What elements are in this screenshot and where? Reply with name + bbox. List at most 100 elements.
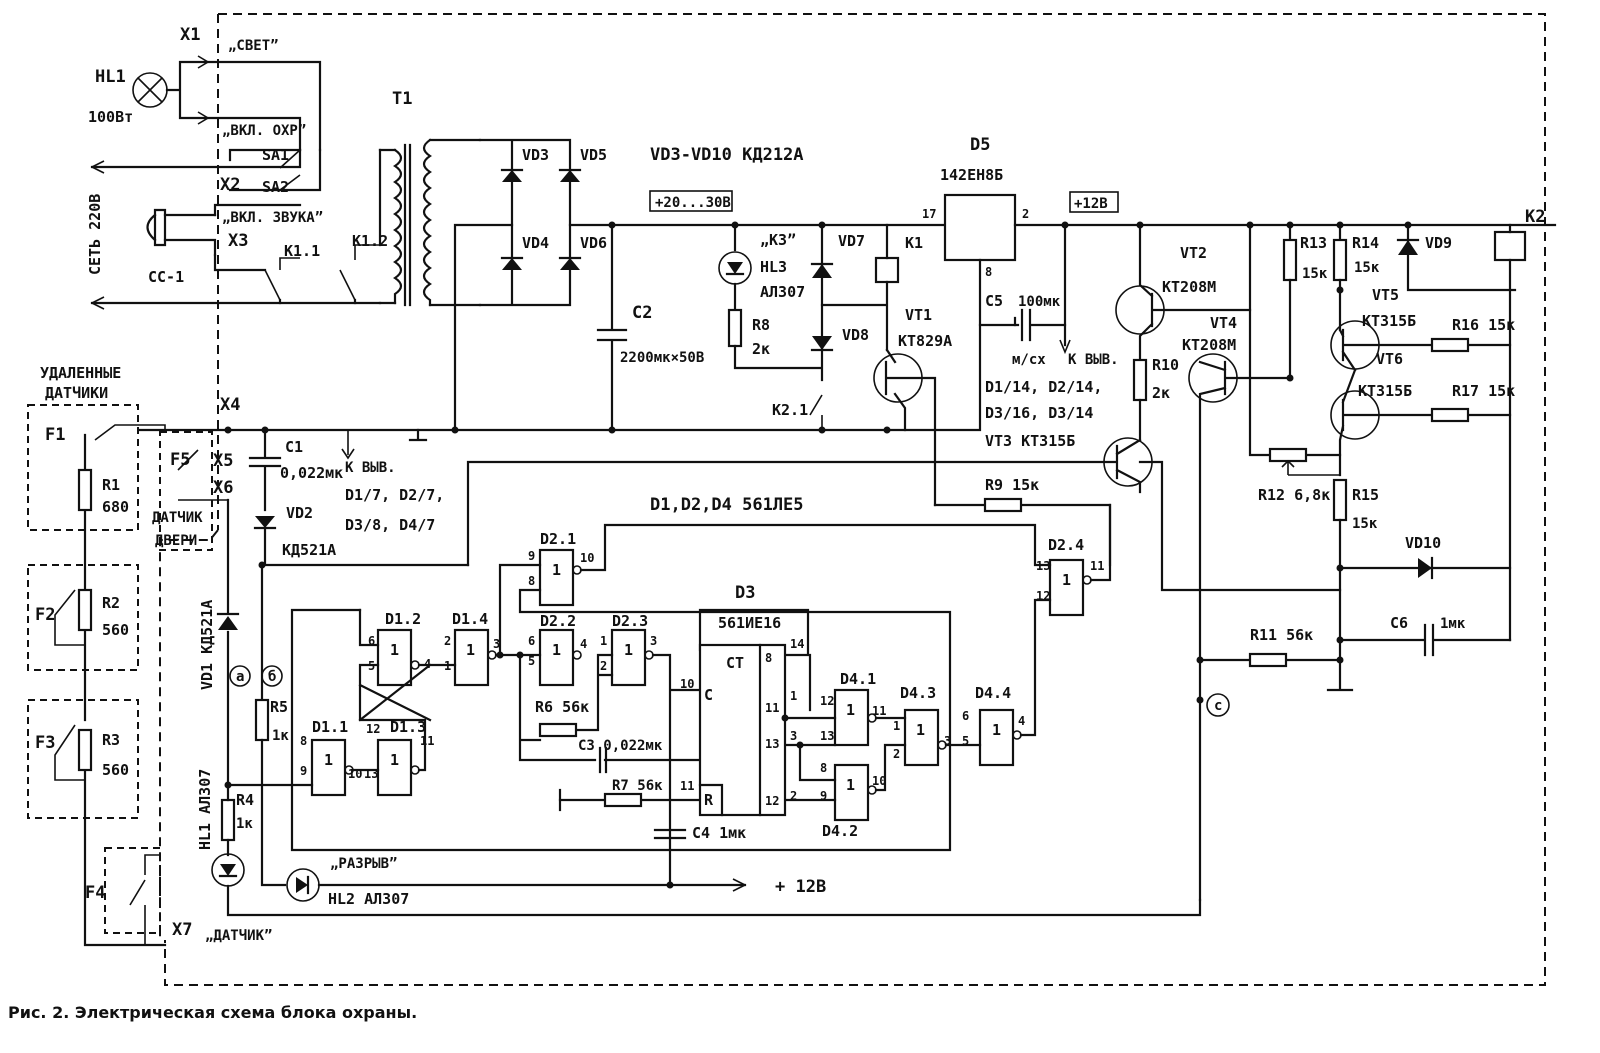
label-vt1-type: КТ829А xyxy=(898,332,952,350)
label-r7: R7 56к xyxy=(612,778,663,794)
label-k3: „КЗ” xyxy=(760,231,796,249)
led-hl1 xyxy=(211,853,1202,917)
svg-text:5: 5 xyxy=(528,654,535,668)
label-vd2: VD2 xyxy=(286,504,313,522)
label-vd8: VD8 xyxy=(842,326,869,344)
label-k-vyv2: К ВЫВ. xyxy=(345,460,396,476)
pin-17: 17 xyxy=(922,207,936,221)
svg-text:13: 13 xyxy=(364,767,378,781)
junction-dots xyxy=(224,221,1412,889)
label-mcx: м/сх xyxy=(1012,352,1046,368)
relay-k1 xyxy=(874,223,900,352)
transistor-vt2 xyxy=(1115,223,1252,362)
label-r14-val: 15к xyxy=(1354,260,1380,276)
logic-wiring xyxy=(290,503,1112,887)
svg-text:10: 10 xyxy=(580,551,594,565)
label-r8: R8 xyxy=(752,316,770,334)
gate-d22 xyxy=(538,628,582,687)
svg-text:5: 5 xyxy=(368,659,375,673)
label-d44: D4.4 xyxy=(975,684,1011,702)
svg-text:8: 8 xyxy=(765,651,772,665)
svg-text:4: 4 xyxy=(580,637,587,651)
label-vt4: VT4 xyxy=(1210,314,1237,332)
sa1-switch xyxy=(228,148,302,162)
gate-d11 xyxy=(310,738,354,797)
point-a xyxy=(229,665,251,687)
svg-text:1: 1 xyxy=(846,701,855,719)
label-c5-val: 100мк xyxy=(1018,294,1061,310)
svg-text:11: 11 xyxy=(765,701,779,715)
resistor-r15 xyxy=(1326,478,1354,692)
label-al307-hl3: АЛ307 xyxy=(760,283,805,301)
svg-text:12: 12 xyxy=(765,794,779,808)
label-d11: D1.1 xyxy=(312,718,348,736)
svg-text:9: 9 xyxy=(528,549,535,563)
svg-text:2: 2 xyxy=(790,789,797,803)
label-d3-type: 561ИЕ16 xyxy=(718,614,781,632)
svg-text:1: 1 xyxy=(992,721,1001,739)
diodes-vd7-vd8 xyxy=(809,223,887,430)
label-f1: F1 xyxy=(45,425,65,445)
label-vt5-type: КТ315Б xyxy=(1362,312,1416,330)
label-c1-val: 0,022мк xyxy=(280,464,343,482)
label-vd10: VD10 xyxy=(1405,534,1441,552)
label-hl3: HL3 xyxy=(760,258,787,276)
label-c6-val: 1мк xyxy=(1440,616,1466,632)
label-udal-2: ДАТЧИКИ xyxy=(45,384,108,402)
gate-d14 xyxy=(453,628,497,687)
label-set: СЕТЬ 220В xyxy=(86,194,104,275)
label-r15: R15 xyxy=(1352,486,1379,504)
label-vt2: VT2 xyxy=(1180,244,1207,262)
svg-text:6: 6 xyxy=(368,634,375,648)
svg-text:13: 13 xyxy=(1036,559,1050,573)
label-sa1: SA1 xyxy=(262,146,289,164)
lamp-hl1 xyxy=(132,60,207,120)
label-x3: X3 xyxy=(228,231,248,251)
label-point-a: а xyxy=(236,669,244,685)
point-c xyxy=(1206,693,1230,717)
label-r10: R10 xyxy=(1152,356,1179,374)
gate-d24 xyxy=(1048,558,1092,617)
label-d-pins-4: D3/8, D4/7 xyxy=(345,516,435,534)
resistor-r9 xyxy=(933,497,1112,567)
pin-2: 2 xyxy=(1022,207,1029,221)
svg-text:1: 1 xyxy=(552,641,561,659)
gate-d23 xyxy=(610,628,654,687)
resistor-r4 xyxy=(220,608,362,857)
label-d-pins-2: D3/16, D3/14 xyxy=(985,404,1093,422)
gate-ones: 1 1 1 1 1 1 1 1 1 1 1 1 xyxy=(324,561,1071,794)
label-r9: R9 15к xyxy=(985,476,1039,494)
label-d13: D1.3 xyxy=(390,718,426,736)
label-vkl-zvuka: „ВКЛ. ЗВУКА” xyxy=(222,210,323,226)
label-r1: R1 xyxy=(102,476,120,494)
label-vd4: VD4 xyxy=(522,234,549,252)
label-r5: R5 xyxy=(270,698,288,716)
label-vd7: VD7 xyxy=(838,232,865,250)
sounder-cc1 xyxy=(146,208,217,257)
sensor-f4 xyxy=(104,847,161,945)
gate-d44 xyxy=(978,708,1022,767)
label-vd2-type: КД521А xyxy=(282,541,336,559)
svg-text:1: 1 xyxy=(624,641,633,659)
label-x5: X5 xyxy=(213,451,233,471)
label-x1: X1 xyxy=(180,25,200,45)
label-d43: D4.3 xyxy=(900,684,936,702)
svg-text:1: 1 xyxy=(893,719,900,733)
door-sensor-f5 xyxy=(159,431,228,551)
label-ct: СТ xyxy=(726,654,744,672)
k11-contact xyxy=(264,257,300,301)
label-r15-val: 15к xyxy=(1352,516,1378,532)
label-svet: „СВЕТ” xyxy=(228,38,279,54)
label-r16: R16 15к xyxy=(1452,316,1515,334)
svg-text:3: 3 xyxy=(650,634,657,648)
label-d24: D2.4 xyxy=(1048,536,1084,554)
svg-text:1: 1 xyxy=(916,721,925,739)
label-r13-val: 15к xyxy=(1302,266,1328,282)
label-vt1: VT1 xyxy=(905,306,932,324)
label-f4: F4 xyxy=(85,883,105,903)
svg-text:1: 1 xyxy=(390,641,399,659)
label-udal-1: УДАЛЕННЫЕ xyxy=(40,364,121,382)
transistor-vt1 xyxy=(873,348,937,507)
svg-text:1: 1 xyxy=(790,689,797,703)
